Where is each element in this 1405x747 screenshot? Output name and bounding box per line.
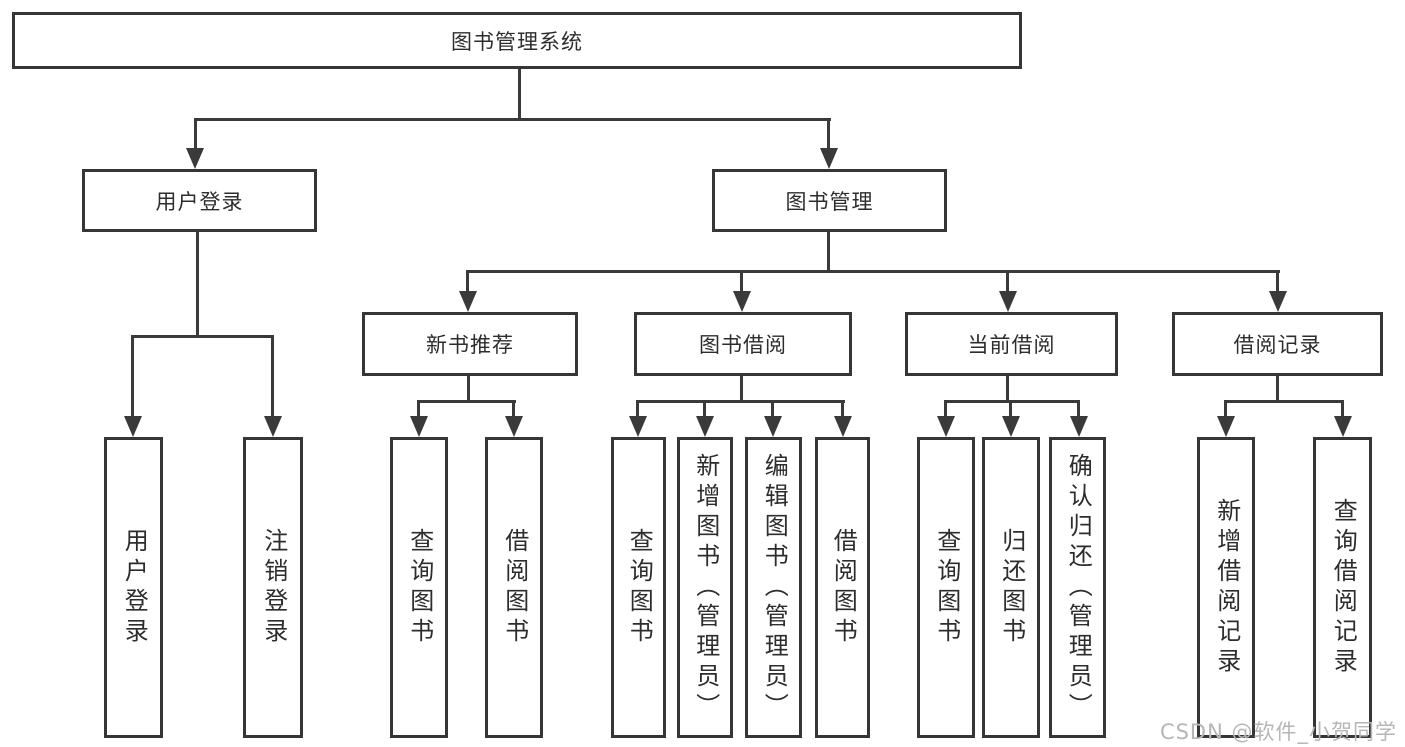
connector-drop — [131, 335, 134, 419]
connector-book-mgmt-stem — [827, 232, 830, 270]
arrow-down-icon — [505, 416, 523, 437]
node-leaf-query-books: 查询图书 — [611, 437, 666, 738]
arrow-down-icon — [764, 416, 782, 437]
arrow-down-icon — [629, 416, 647, 437]
node-current-borrowing: 当前借阅 — [905, 312, 1118, 376]
arrow-down-icon — [1334, 416, 1352, 437]
connector-book-mgmt-branch — [466, 270, 1280, 273]
connector-book-mgmt-drop — [827, 118, 830, 151]
connector-drop — [417, 400, 420, 419]
arrow-down-icon — [1070, 416, 1088, 437]
arrow-down-icon — [733, 291, 751, 312]
connector-branch — [1224, 400, 1344, 403]
node-leaf-borrow-books: 借阅图书 — [485, 437, 543, 738]
connector-drop — [271, 335, 274, 419]
connector-drop — [512, 400, 515, 419]
connector-stem — [467, 376, 470, 400]
arrow-down-icon — [834, 416, 852, 437]
connector-stem — [740, 376, 743, 400]
node-leaf-query-borrow-record: 查询借阅记录 — [1313, 437, 1372, 738]
connector-root-branch — [195, 118, 831, 121]
connector-drop — [1276, 270, 1279, 294]
connector-drop — [1341, 400, 1344, 419]
arrow-down-icon — [999, 291, 1017, 312]
arrow-down-icon — [1217, 416, 1235, 437]
connector-drop — [771, 400, 774, 419]
arrow-down-icon — [410, 416, 428, 437]
node-user-login: 用户登录 — [82, 169, 317, 232]
connector-user-login-stem — [196, 232, 199, 335]
node-leaf-user-login: 用户登录 — [104, 437, 163, 738]
node-leaf-return-books: 归还图书 — [982, 437, 1040, 738]
node-leaf-logout: 注销登录 — [243, 437, 303, 738]
node-borrowing-records: 借阅记录 — [1172, 312, 1383, 376]
node-leaf-add-book-admin: 新增图书（管理员） — [677, 437, 733, 738]
arrow-down-icon — [459, 291, 477, 312]
node-new-book-recommend: 新书推荐 — [362, 312, 578, 376]
arrow-down-icon — [1269, 291, 1287, 312]
node-book-borrowing: 图书借阅 — [634, 312, 852, 376]
arrow-down-icon — [264, 416, 282, 437]
connector-drop — [466, 270, 469, 294]
node-leaf-query-books: 查询图书 — [390, 437, 448, 738]
arrow-down-icon — [696, 416, 714, 437]
arrow-down-icon — [186, 148, 204, 169]
connector-drop — [841, 400, 844, 419]
connector-branch — [944, 400, 1080, 403]
node-leaf-confirm-return-admin: 确认归还（管理员） — [1049, 437, 1106, 738]
connector-drop — [944, 400, 947, 419]
connector-stem — [1006, 376, 1009, 400]
connector-drop — [1009, 400, 1012, 419]
arrow-down-icon — [124, 416, 142, 437]
connector-stem — [1276, 376, 1279, 400]
node-leaf-add-borrow-record: 新增借阅记录 — [1197, 437, 1255, 738]
connector-branch — [636, 400, 845, 403]
connector-drop — [703, 400, 706, 419]
connector-drop — [1224, 400, 1227, 419]
connector-drop — [1077, 400, 1080, 419]
connector-user-login-drop — [194, 118, 197, 151]
node-leaf-borrow-books: 借阅图书 — [815, 437, 870, 738]
arrow-down-icon — [1002, 416, 1020, 437]
csdn-watermark: CSDN @软件_小贺同学 — [1159, 720, 1397, 744]
arrow-down-icon — [820, 148, 838, 169]
arrow-down-icon — [937, 416, 955, 437]
node-library-management-system: 图书管理系统 — [12, 12, 1022, 69]
connector-branch — [417, 400, 516, 403]
connector-user-login-branch — [131, 335, 274, 338]
connector-drop — [1006, 270, 1009, 294]
node-leaf-query-books: 查询图书 — [917, 437, 975, 738]
connector-drop — [740, 270, 743, 294]
connector-root-stem — [518, 69, 521, 118]
node-leaf-edit-book-admin: 编辑图书（管理员） — [745, 437, 802, 738]
connector-drop — [636, 400, 639, 419]
node-book-management: 图书管理 — [712, 169, 947, 232]
